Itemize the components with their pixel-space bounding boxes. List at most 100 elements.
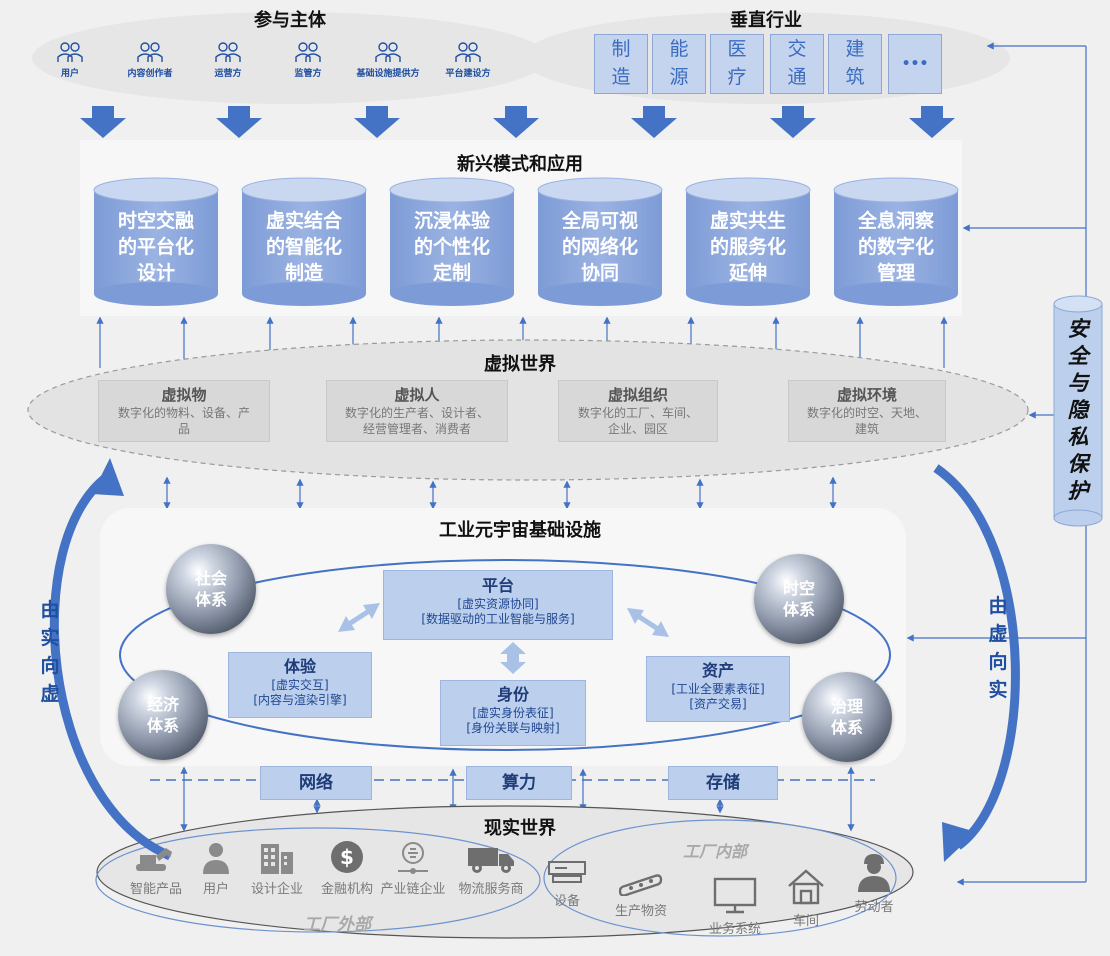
virtual-item: 虚拟物 数字化的物料、设备、产 品 xyxy=(98,380,270,442)
outside-label: 金融机构 xyxy=(320,882,373,897)
asset-line: [工业全要素表征] xyxy=(671,682,765,696)
app-line: 设计 xyxy=(136,262,175,284)
app-line: 定制 xyxy=(432,262,471,284)
inside-item: 车间 xyxy=(782,866,830,929)
virtual-item-title: 虚拟组织 xyxy=(607,386,668,404)
virtual-item-desc: 经营管理者、消费者 xyxy=(362,422,471,436)
side-char: 由 xyxy=(988,595,1008,617)
security-char: 私 xyxy=(1067,425,1089,449)
side-char: 向 xyxy=(40,655,60,677)
truck-icon xyxy=(468,848,514,873)
building-icon xyxy=(261,844,293,874)
apps-panel xyxy=(80,140,962,316)
app-line: 的数字化 xyxy=(857,236,934,258)
inside-label: 车间 xyxy=(792,914,819,929)
finance-icon: $ xyxy=(331,841,363,873)
industry-char: 交 xyxy=(787,38,807,60)
sphere-economy: 经济体系 xyxy=(118,670,208,760)
factory-inside-title: 工厂内部 xyxy=(682,842,747,861)
app-line: 管理 xyxy=(876,262,915,284)
app-cylinder xyxy=(241,177,367,306)
industry-char: 通 xyxy=(787,66,807,88)
participants-ellipse xyxy=(32,12,548,104)
app-line: 协同 xyxy=(580,262,619,284)
industry-box: 建筑 xyxy=(828,34,882,94)
virtual-item: 虚拟组织 数字化的工厂、车间、 企业、园区 xyxy=(558,380,718,442)
side-char: 由 xyxy=(40,599,60,621)
identity-line: [身份关联与映射] xyxy=(466,721,560,735)
app-cylinders xyxy=(93,177,959,306)
outside-label: 用户 xyxy=(202,882,229,897)
people-icon xyxy=(375,42,401,62)
supply-chain-icon xyxy=(398,842,428,874)
virtual-to-real-label: 由 虚 向 实 xyxy=(984,592,1012,704)
virtual-world-title: 虚拟世界 xyxy=(484,354,556,375)
app-item: 虚实共生的服务化延伸 xyxy=(686,178,810,306)
down-arrow xyxy=(80,106,126,138)
sphere-line: 治理 xyxy=(830,697,863,716)
app-item: 沉浸体验的个性化定制 xyxy=(390,178,514,306)
outside-label: 智能产品 xyxy=(129,882,182,897)
platform-title: 平台 xyxy=(481,576,514,595)
app-line: 时空交融 xyxy=(117,210,194,232)
industry-char: 建 xyxy=(845,38,865,60)
industry-box: 医疗 xyxy=(710,34,764,94)
virtual-item-desc: 企业、园区 xyxy=(607,422,668,436)
app-line: 制造 xyxy=(284,262,323,284)
sphere-line: 体系 xyxy=(782,600,815,619)
participant-platform-builder: 平台建设方 xyxy=(426,40,510,79)
security-cylinder xyxy=(1053,295,1103,527)
experience-box: 体验 [虚实交互] [内容与渲染引擎] xyxy=(228,652,372,718)
connector-arrow xyxy=(627,608,669,637)
app-line: 延伸 xyxy=(728,262,767,284)
industry-box: 制造 xyxy=(594,34,648,94)
app-item: 全局可视的网络化协同 xyxy=(538,178,662,306)
double-arrows-virtual-infra xyxy=(163,476,837,510)
virtual-item-desc: 数字化的物料、设备、产 xyxy=(117,406,250,420)
industry-more: ••• xyxy=(901,56,929,72)
excavator-icon xyxy=(136,848,172,871)
security-char: 全 xyxy=(1067,344,1089,368)
down-arrow xyxy=(493,106,539,138)
factory-inside-ellipse xyxy=(543,819,897,937)
person-icon xyxy=(203,843,229,874)
virtual-item: 虚拟环境 数字化的时空、天地、 建筑 xyxy=(788,380,946,442)
industry-char: 疗 xyxy=(727,66,747,88)
virtual-item-title: 虚拟物 xyxy=(161,386,207,404)
asset-title: 资产 xyxy=(701,661,734,680)
industry-char: 造 xyxy=(611,66,631,88)
virtual-item-desc: 数字化的生产者、设计者、 xyxy=(344,406,489,420)
app-item: 全息洞察的数字化管理 xyxy=(834,178,958,306)
outside-label: 产业链企业 xyxy=(380,882,446,897)
app-line: 的服务化 xyxy=(709,236,786,258)
svg-text:$: $ xyxy=(340,845,354,869)
app-line: 的平台化 xyxy=(117,236,194,258)
down-arrow xyxy=(631,106,677,138)
left-curve-arrowhead xyxy=(92,458,124,496)
outside-item: 智能产品 xyxy=(124,846,188,897)
industry-box: 交通 xyxy=(770,34,824,94)
identity-box: 身份 [虚实身份表征] [身份关联与映射] xyxy=(440,680,586,746)
experience-line: [内容与渲染引擎] xyxy=(253,693,347,707)
inside-label: 生产物资 xyxy=(614,904,667,919)
app-line: 的个性化 xyxy=(413,236,490,258)
worker-icon xyxy=(858,854,890,892)
participant-content-creator: 内容创作者 xyxy=(108,40,192,79)
app-cylinder xyxy=(537,177,663,306)
side-char: 虚 xyxy=(40,683,60,705)
app-line: 全局可视 xyxy=(561,210,638,232)
app-line: 的智能化 xyxy=(265,236,342,258)
virtual-item-desc: 数字化的时空、天地、 xyxy=(806,406,927,420)
experience-title: 体验 xyxy=(283,657,316,676)
outside-item: 设计企业 xyxy=(244,840,310,897)
virtual-item: 虚拟人 数字化的生产者、设计者、 经营管理者、消费者 xyxy=(326,380,508,442)
app-cylinder xyxy=(833,177,959,306)
app-line: 的网络化 xyxy=(561,236,638,258)
people-icon xyxy=(455,42,481,62)
identity-line: [虚实身份表征] xyxy=(472,706,554,720)
inside-label: 劳动者 xyxy=(854,900,894,915)
app-line: 虚实结合 xyxy=(265,210,342,232)
left-curve-arrow xyxy=(49,472,172,861)
virtual-world-ellipse xyxy=(27,339,1029,481)
